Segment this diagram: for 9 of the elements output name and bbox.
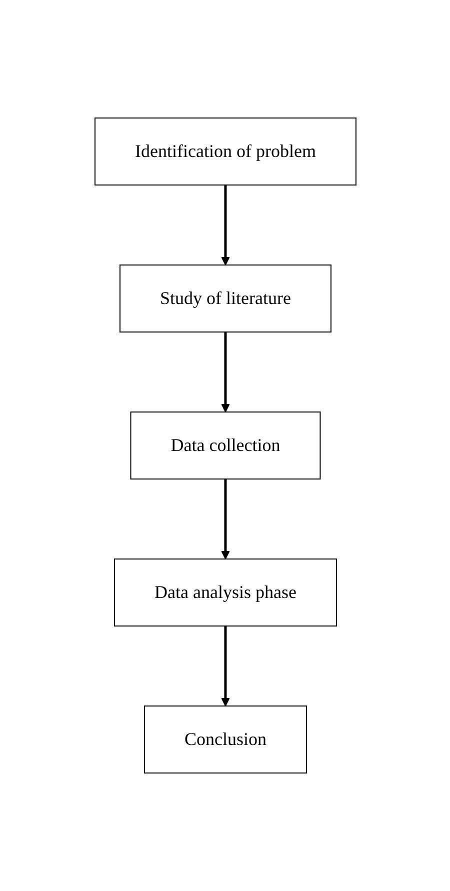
arrow	[220, 185, 230, 266]
node-box: Conclusion	[143, 706, 306, 774]
node-box: Data collection	[130, 412, 320, 480]
node-box: Identification of problem	[94, 118, 356, 186]
arrow	[220, 332, 230, 412]
arrow	[220, 479, 230, 560]
arrow	[220, 626, 230, 706]
node-box: Study of literature	[119, 264, 331, 332]
node-box: Data analysis phase	[114, 558, 336, 626]
